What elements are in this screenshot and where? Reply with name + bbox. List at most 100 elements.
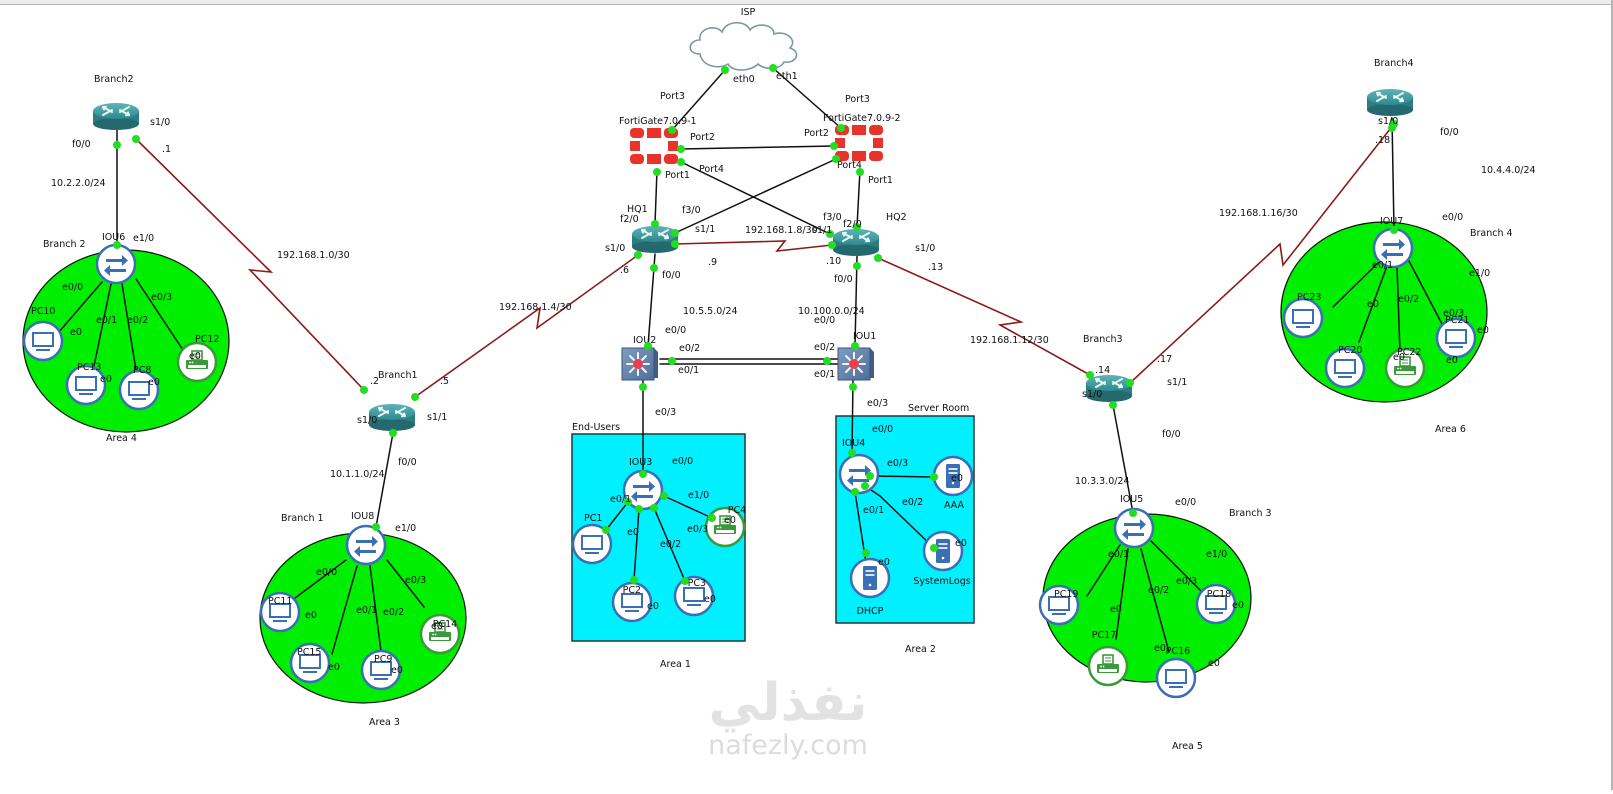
port-dot[interactable] (624, 498, 632, 506)
server-room-zone-label: Server Room (908, 403, 969, 414)
port-label-fg2-port4: Port4 (837, 160, 862, 171)
hq2-router-icon[interactable] (832, 228, 880, 257)
pc12-printer-icon[interactable] (176, 341, 218, 383)
port-label-iou1-e0_2: e0/2 (814, 342, 835, 353)
port-dot[interactable] (856, 168, 864, 176)
port-dot[interactable] (634, 251, 642, 259)
port-dot[interactable] (411, 393, 419, 401)
port-dot[interactable] (671, 240, 679, 248)
port-dot[interactable] (930, 473, 938, 481)
port-dot[interactable] (1126, 379, 1134, 387)
port-dot[interactable] (823, 357, 831, 365)
hq1-label: HQ1 (627, 204, 648, 215)
port-label-branch3-s1_0: s1/0 (1082, 389, 1102, 400)
port-dot[interactable] (874, 254, 882, 262)
area5-label: Area 5 (1172, 741, 1203, 752)
port-label-hq2-f3_0: f3/0 (823, 212, 842, 223)
iou6-switch-icon[interactable] (95, 243, 137, 285)
port-dot[interactable] (853, 262, 861, 270)
port-dot[interactable] (708, 514, 716, 522)
port-dot[interactable] (113, 141, 121, 149)
port-label-iou6-e0_3: e0/3 (151, 292, 172, 303)
port-dot[interactable] (861, 482, 869, 490)
port-dot[interactable] (826, 230, 834, 238)
watermark: نفذلي nafezly.com (688, 675, 888, 761)
port-dot[interactable] (671, 229, 679, 237)
link-iou1-iou4 (851, 379, 854, 454)
link-branch3-iou5 (1112, 404, 1134, 514)
port-dot[interactable] (1109, 401, 1117, 409)
port-dot[interactable] (635, 505, 643, 513)
iou8-label: IOU8 (351, 511, 374, 522)
port-dot[interactable] (360, 386, 368, 394)
port-dot[interactable] (1390, 226, 1398, 234)
pc16-icon[interactable] (1155, 657, 1197, 699)
pc15-label: PC15 (297, 647, 321, 658)
link-branch2-branch1 (135, 138, 365, 391)
port-dot[interactable] (372, 523, 380, 531)
hq1-router-icon[interactable] (631, 225, 679, 254)
port-dot[interactable] (1086, 371, 1094, 379)
iou8-switch-icon[interactable] (345, 524, 387, 566)
port-dot[interactable] (681, 577, 689, 585)
port-dot[interactable] (721, 66, 729, 74)
port-label-branch3-f0_0: f0/0 (1162, 429, 1181, 440)
port-dot[interactable] (849, 383, 857, 391)
port-dot[interactable] (639, 470, 647, 478)
port-label-dhcp-e0: e0 (878, 557, 890, 568)
subnet-wan-b2-b1: 192.168.1.0/30 (277, 250, 350, 261)
port-dot[interactable] (653, 168, 661, 176)
port-label-iou7-e0_2: e0/2 (1398, 294, 1419, 305)
port-dot[interactable] (650, 264, 658, 272)
port-dot[interactable] (644, 342, 652, 350)
iou1-multilayer-switch-icon[interactable] (837, 347, 875, 381)
port-dot[interactable] (830, 142, 838, 150)
subnet-wan-b1-hq1: 192.168.1.4/30 (499, 302, 572, 313)
port-dot[interactable] (866, 472, 874, 480)
port-dot[interactable] (639, 383, 647, 391)
port-dot[interactable] (930, 544, 938, 552)
port-label-iou3-e0_0: e0/0 (672, 456, 693, 467)
port-dot[interactable] (837, 124, 845, 132)
port-label-iou6-e0_1: e0/1 (96, 315, 117, 326)
port-dot[interactable] (668, 357, 676, 365)
port-dot[interactable] (113, 241, 121, 249)
port-dot[interactable] (668, 126, 676, 134)
branch2-router-icon[interactable] (92, 102, 140, 131)
branch4-router-icon[interactable] (1366, 88, 1414, 117)
iou6-label: IOU6 (102, 232, 125, 243)
port-dot[interactable] (389, 429, 397, 437)
port-dot[interactable] (769, 64, 777, 72)
port-dot[interactable] (848, 449, 856, 457)
port-dot[interactable] (853, 223, 861, 231)
link-hq2-iou1 (854, 255, 858, 347)
pc16-label: PC16 (1166, 646, 1190, 657)
port-dot[interactable] (630, 576, 638, 584)
port-label-branch1-s1_1: s1/1 (427, 412, 447, 423)
isp-cloud[interactable] (689, 21, 798, 71)
subnet-branch3-lan: 10.3.3.0/24 (1075, 476, 1130, 487)
port-label-iou5-e0_3: e0/3 (1176, 576, 1197, 587)
port-dot[interactable] (650, 504, 658, 512)
port-dot[interactable] (660, 492, 668, 500)
port-dot[interactable] (602, 526, 610, 534)
port-dot[interactable] (651, 220, 659, 228)
port-dot[interactable] (828, 241, 836, 249)
pc23-icon[interactable] (1282, 297, 1324, 339)
pc10-icon[interactable] (22, 320, 64, 362)
port-dot[interactable] (832, 155, 840, 163)
pc17-printer-icon[interactable] (1087, 645, 1129, 687)
port-dot[interactable] (1129, 509, 1137, 517)
port-dot[interactable] (677, 158, 685, 166)
port-dot[interactable] (1388, 124, 1396, 132)
iou2-multilayer-switch-icon[interactable] (621, 347, 659, 381)
port-dot[interactable] (132, 135, 140, 143)
port-dot[interactable] (851, 488, 859, 496)
port-dot[interactable] (677, 145, 685, 153)
fortigate2-label: FortiGate7.0.9-2 (823, 113, 901, 124)
port-dot[interactable] (851, 342, 859, 350)
iou7-label: IOU7 (1380, 216, 1403, 227)
fortigate1-label: FortiGate7.0.9-1 (619, 116, 697, 127)
port-dot[interactable] (862, 549, 870, 557)
